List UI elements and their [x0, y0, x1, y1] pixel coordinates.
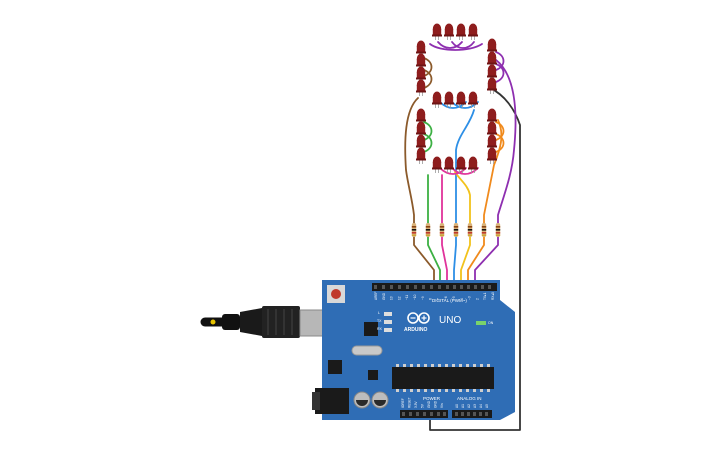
wire-black-ground	[429, 87, 521, 431]
digital-pin-label-4: ~11	[405, 295, 409, 300]
power-pin-label-2: 3.3V	[414, 401, 418, 408]
analog-pin-label-0: A0	[455, 404, 459, 408]
arduino-uno-board: UNO ARDUINO DIGITAL (PWM~) ANALOG IN POW…	[312, 280, 515, 420]
resistors	[411, 223, 501, 237]
on-label: ON	[488, 321, 494, 325]
digital-header	[372, 283, 497, 291]
analog-pin-label-3: A3	[473, 404, 477, 408]
digital-pin-label-11: 4	[460, 298, 464, 300]
wires	[404, 41, 521, 431]
digital-pin-label-6: ~9	[421, 296, 425, 300]
wire-green	[427, 174, 441, 286]
digital-pin-label-0: AREF	[374, 291, 378, 300]
digital-pin-label-14: TX▸1	[483, 292, 487, 300]
board-brand: ARDUINO	[404, 327, 427, 333]
rx-label: RX	[377, 327, 383, 331]
power-pin-label-3: 5V	[421, 403, 425, 408]
l-label: L	[378, 311, 380, 315]
digital-label: DIGITAL (PWM~)	[432, 298, 467, 303]
digital-pin-label-13: 2	[475, 298, 479, 300]
analog-pin-label-5: A5	[485, 404, 489, 408]
digital-pin-label-3: 12	[397, 296, 401, 300]
arduino-logo-icon	[407, 312, 430, 324]
power-label: POWER	[423, 396, 441, 401]
tx-label: TX	[377, 319, 382, 323]
digital-pin-label-9: ~6	[444, 296, 448, 300]
atmega-chip	[392, 367, 494, 389]
digital-pin-label-8: 7	[436, 298, 440, 300]
digital-pin-label-10: ~5	[452, 296, 456, 300]
power-pin-label-6: Vin	[440, 403, 444, 408]
reset-button-cap	[331, 289, 341, 299]
analog-pin-label-1: A1	[461, 404, 465, 408]
power-pin-label-0: IOREF	[401, 398, 405, 408]
digital-pin-label-7: 8	[429, 298, 433, 300]
digital-pin-label-2: 13	[390, 296, 394, 300]
power-pin-label-5: GND	[434, 400, 438, 408]
board-name: UNO	[439, 315, 461, 326]
digital-pin-label-15: RX◂0	[491, 292, 495, 300]
power-jack	[315, 388, 349, 414]
digital-pin-label-5: ~10	[413, 294, 417, 300]
wire-purple	[474, 59, 517, 286]
analog-pin-label-4: A4	[479, 404, 483, 408]
analog-label: ANALOG IN	[457, 396, 482, 401]
usb-cable	[200, 306, 341, 338]
power-pin-label-4: GND	[427, 400, 431, 408]
digital-pin-label-12: ~3	[468, 296, 472, 300]
wire-pink	[441, 174, 448, 286]
wire-blue	[453, 109, 475, 286]
power-pin-label-1: RESET	[408, 397, 412, 408]
wire-brown	[404, 97, 435, 286]
analog-header	[452, 410, 492, 418]
analog-pin-label-2: A2	[467, 404, 471, 408]
digital-pin-label-1: GND	[382, 292, 386, 300]
